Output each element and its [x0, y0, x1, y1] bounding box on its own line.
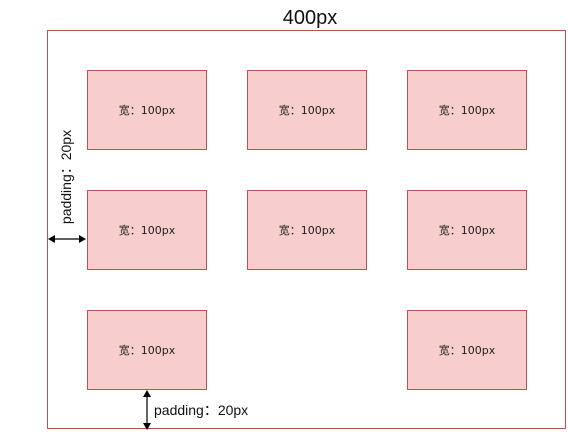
grid-box-3: 宽：100px — [407, 70, 527, 150]
grid-box-4: 宽：100px — [87, 190, 207, 270]
bottom-padding-label: padding：20px — [154, 402, 249, 418]
grid-box-1: 宽：100px — [87, 70, 207, 150]
grid-box-8: 宽：100px — [407, 310, 527, 390]
left-padding-label: padding：20px — [58, 129, 74, 225]
container-outline — [47, 30, 566, 429]
grid-box-6: 宽：100px — [407, 190, 527, 270]
diagram-title: 400px — [282, 7, 338, 29]
grid-box-2: 宽：100px — [247, 70, 367, 150]
grid-box-5: 宽：100px — [247, 190, 367, 270]
grid-box-7: 宽：100px — [87, 310, 207, 390]
